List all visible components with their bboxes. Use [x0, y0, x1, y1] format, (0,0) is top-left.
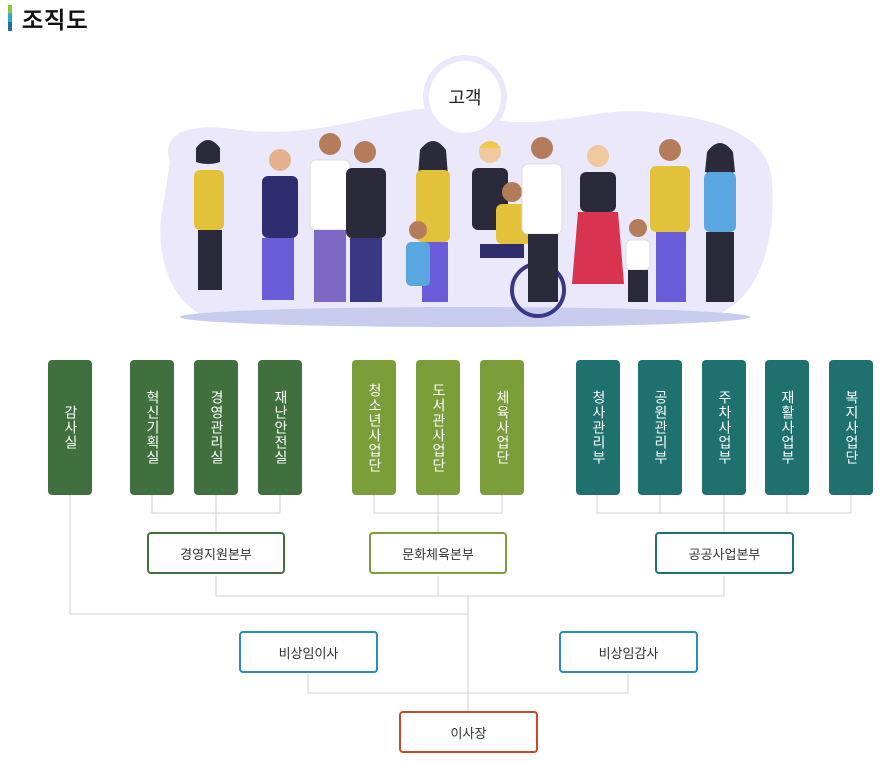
page-header: 조직도	[0, 0, 88, 36]
office-audit: 감사실	[48, 360, 92, 495]
division-management-support: 경영지원본부	[147, 532, 285, 574]
person-figure	[650, 139, 690, 302]
division-public-works: 공공사업본부	[655, 532, 794, 574]
person-figure	[406, 221, 430, 286]
person-figure	[704, 143, 736, 302]
board-nonstanding-director: 비상임이사	[239, 631, 378, 673]
office-sports-business: 체육사업단	[480, 360, 524, 495]
person-figure	[346, 141, 386, 302]
office-building-management: 청사관리부	[576, 360, 620, 495]
office-innovation-planning: 혁신기획실	[130, 360, 174, 495]
division-culture-sports: 문화체육본부	[369, 532, 507, 574]
office-parking-business: 주차사업부	[702, 360, 746, 495]
board-nonstanding-auditor: 비상임감사	[559, 631, 698, 673]
title-accent-bar	[8, 5, 12, 31]
office-park-management: 공원관리부	[638, 360, 682, 495]
office-welfare-business: 복지사업단	[829, 360, 873, 495]
board-ceo: 이사장	[399, 711, 538, 753]
customers-illustration: 고객	[160, 55, 773, 327]
office-rehab-business: 재활사업부	[765, 360, 809, 495]
office-library-business: 도서관사업단	[416, 360, 460, 495]
person-figure	[194, 140, 224, 290]
person-figure	[625, 219, 651, 302]
customer-label: 고객	[448, 88, 481, 109]
office-disaster-safety: 재난안전실	[258, 360, 302, 495]
person-figure	[521, 137, 563, 302]
person-figure	[262, 149, 298, 300]
person-figure	[309, 133, 351, 302]
office-youth-business: 청소년사업단	[352, 360, 396, 495]
page-title: 조직도	[22, 8, 89, 34]
office-management: 경영관리실	[194, 360, 238, 495]
person-figure	[572, 145, 624, 284]
